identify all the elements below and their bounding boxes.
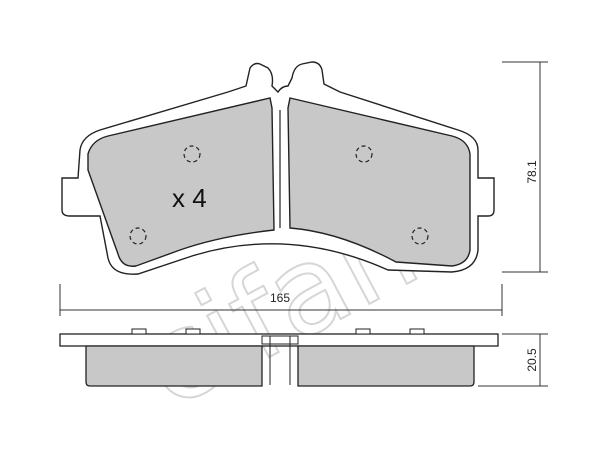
side-friction-left — [85, 345, 263, 387]
friction-pad-right — [287, 97, 471, 267]
width-dimension-label: 165 — [270, 291, 290, 305]
quantity-label: x 4 — [172, 183, 207, 213]
side-friction-right — [297, 345, 475, 387]
side-tab-3 — [355, 328, 371, 335]
height-dimension-label: 78.1 — [525, 160, 539, 184]
fixing-point-bottom-left — [129, 227, 147, 245]
fixing-point-bottom-right — [411, 227, 429, 245]
side-center-clip — [261, 335, 299, 345]
side-tab-4 — [409, 328, 425, 335]
fixing-point-top-right — [355, 145, 373, 163]
thickness-dimension-label: 20.5 — [525, 348, 539, 372]
fixing-point-top-left — [183, 145, 201, 163]
friction-pad-left — [87, 97, 275, 267]
side-tab-1 — [131, 328, 147, 335]
side-tab-2 — [185, 328, 201, 335]
